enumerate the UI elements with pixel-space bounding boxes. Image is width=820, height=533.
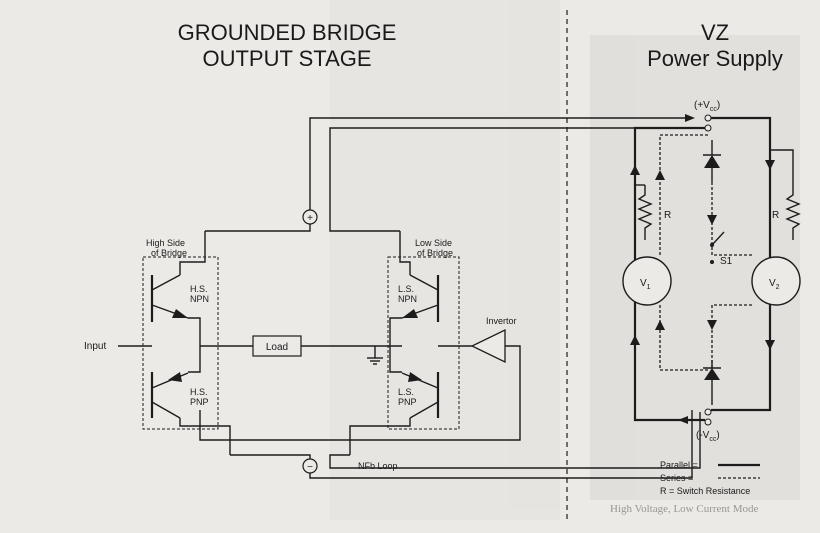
resistor-right-icon: [785, 185, 801, 240]
positive-rail-wire: [205, 117, 692, 232]
high-side-label-line2: of Bridge: [151, 248, 187, 258]
vcc-pos-terminal-2: [704, 124, 712, 132]
ls-npn-label-line2: NPN: [398, 294, 417, 304]
legend-r-note: R = Switch Resistance: [660, 486, 750, 496]
title-right-line1: VZ: [701, 20, 729, 45]
series-middle: [711, 182, 752, 256]
parallel-bottom-right: [711, 302, 772, 412]
vcc-neg-prefix: (-V: [696, 430, 710, 441]
ls-pnp-label-line2: PNP: [398, 397, 417, 407]
hs-npn-label-line1: H.S.: [190, 284, 208, 294]
v2-letter: V: [769, 278, 776, 289]
switch-s1-icon: [710, 231, 725, 264]
series-left-top: [659, 134, 708, 255]
negative-rail-wire: [230, 410, 693, 479]
low-side-box: [387, 256, 460, 430]
flow-arrows: [630, 114, 775, 424]
v1-letter: V: [640, 278, 647, 289]
ls-pnp-transistor: [401, 372, 440, 419]
vcc-neg-sub: cc: [709, 436, 717, 443]
negative-return-wire: [329, 412, 701, 469]
v1-sub: 1: [647, 284, 651, 291]
legend-parallel-label: Parallel =: [660, 460, 698, 470]
positive-return-wire: [329, 127, 692, 232]
plus-terminal-icon: [302, 209, 318, 225]
load-label: Load: [266, 342, 288, 353]
diode-bottom-icon: [703, 360, 721, 405]
figure-caption: High Voltage, Low Current Mode: [610, 503, 758, 515]
nfb-loop-label: NFb Loop: [358, 461, 398, 471]
hs-bottom-wire: [179, 418, 231, 455]
ls-pnp-label-line1: L.S.: [398, 387, 414, 397]
minus-terminal-label: −: [307, 462, 313, 473]
ground-icon: [367, 357, 383, 365]
hs-top-wire: [179, 231, 206, 275]
title-left-line2: OUTPUT STAGE: [202, 46, 371, 71]
resistor-left-label: R: [664, 210, 671, 221]
vcc-pos-suffix: ): [717, 100, 720, 111]
resistor-right-lead: [770, 149, 794, 185]
ls-npn-label-line1: L.S.: [398, 284, 414, 294]
hs-pnp-label-line1: H.S.: [190, 387, 208, 397]
hs-npn-label-line2: NPN: [190, 294, 209, 304]
hs-npn-transistor: [150, 274, 189, 322]
vcc-pos-prefix: (+V: [694, 100, 710, 111]
vcc-neg-terminal: [704, 408, 712, 416]
plus-terminal-label: +: [307, 213, 313, 224]
vcc-neg-label: (-Vcc): [696, 430, 720, 443]
resistor-left-icon: [637, 185, 653, 240]
ls-top-wire: [399, 231, 411, 275]
vcc-neg-suffix: ): [716, 430, 719, 441]
series-right-bottom: [711, 304, 752, 370]
switch-s1-label: S1: [720, 256, 733, 267]
vcc-pos-terminal: [704, 114, 712, 122]
v1-source-icon: [622, 256, 672, 306]
ls-mid-wire: [389, 317, 402, 373]
title-left-line1: GROUNDED BRIDGE: [178, 20, 397, 45]
input-label: Input: [84, 341, 106, 352]
vcc-neg-terminal-2: [704, 418, 712, 426]
ls-npn-transistor: [401, 274, 440, 322]
hs-mid-wire: [188, 317, 201, 373]
diode-top-icon: [703, 140, 721, 182]
parallel-top-left: [633, 126, 705, 260]
vcc-pos-sub: cc: [710, 106, 718, 113]
low-side-label-line1: Low Side: [415, 238, 452, 248]
v2-source-icon: [751, 256, 801, 306]
minus-terminal-icon: [302, 458, 318, 474]
legend-series-label: Series =: [660, 473, 693, 483]
title-right-line2: Power Supply: [647, 46, 783, 71]
parallel-top-right: [711, 116, 772, 260]
vcc-pos-label: (+Vcc): [694, 100, 720, 113]
invertor-feed-wire: [199, 345, 521, 441]
hs-pnp-label-line2: PNP: [190, 397, 209, 407]
v2-label: V2: [769, 278, 780, 291]
resistor-right-label: R: [772, 210, 779, 221]
v1-label: V1: [640, 278, 651, 291]
low-side-label-line2: of Bridge: [417, 248, 453, 258]
high-side-label-line1: High Side: [146, 238, 185, 248]
v2-sub: 2: [776, 284, 780, 291]
hs-pnp-transistor: [150, 372, 189, 419]
high-side-box: [142, 256, 219, 430]
invertor-label: Invertor: [486, 316, 517, 326]
